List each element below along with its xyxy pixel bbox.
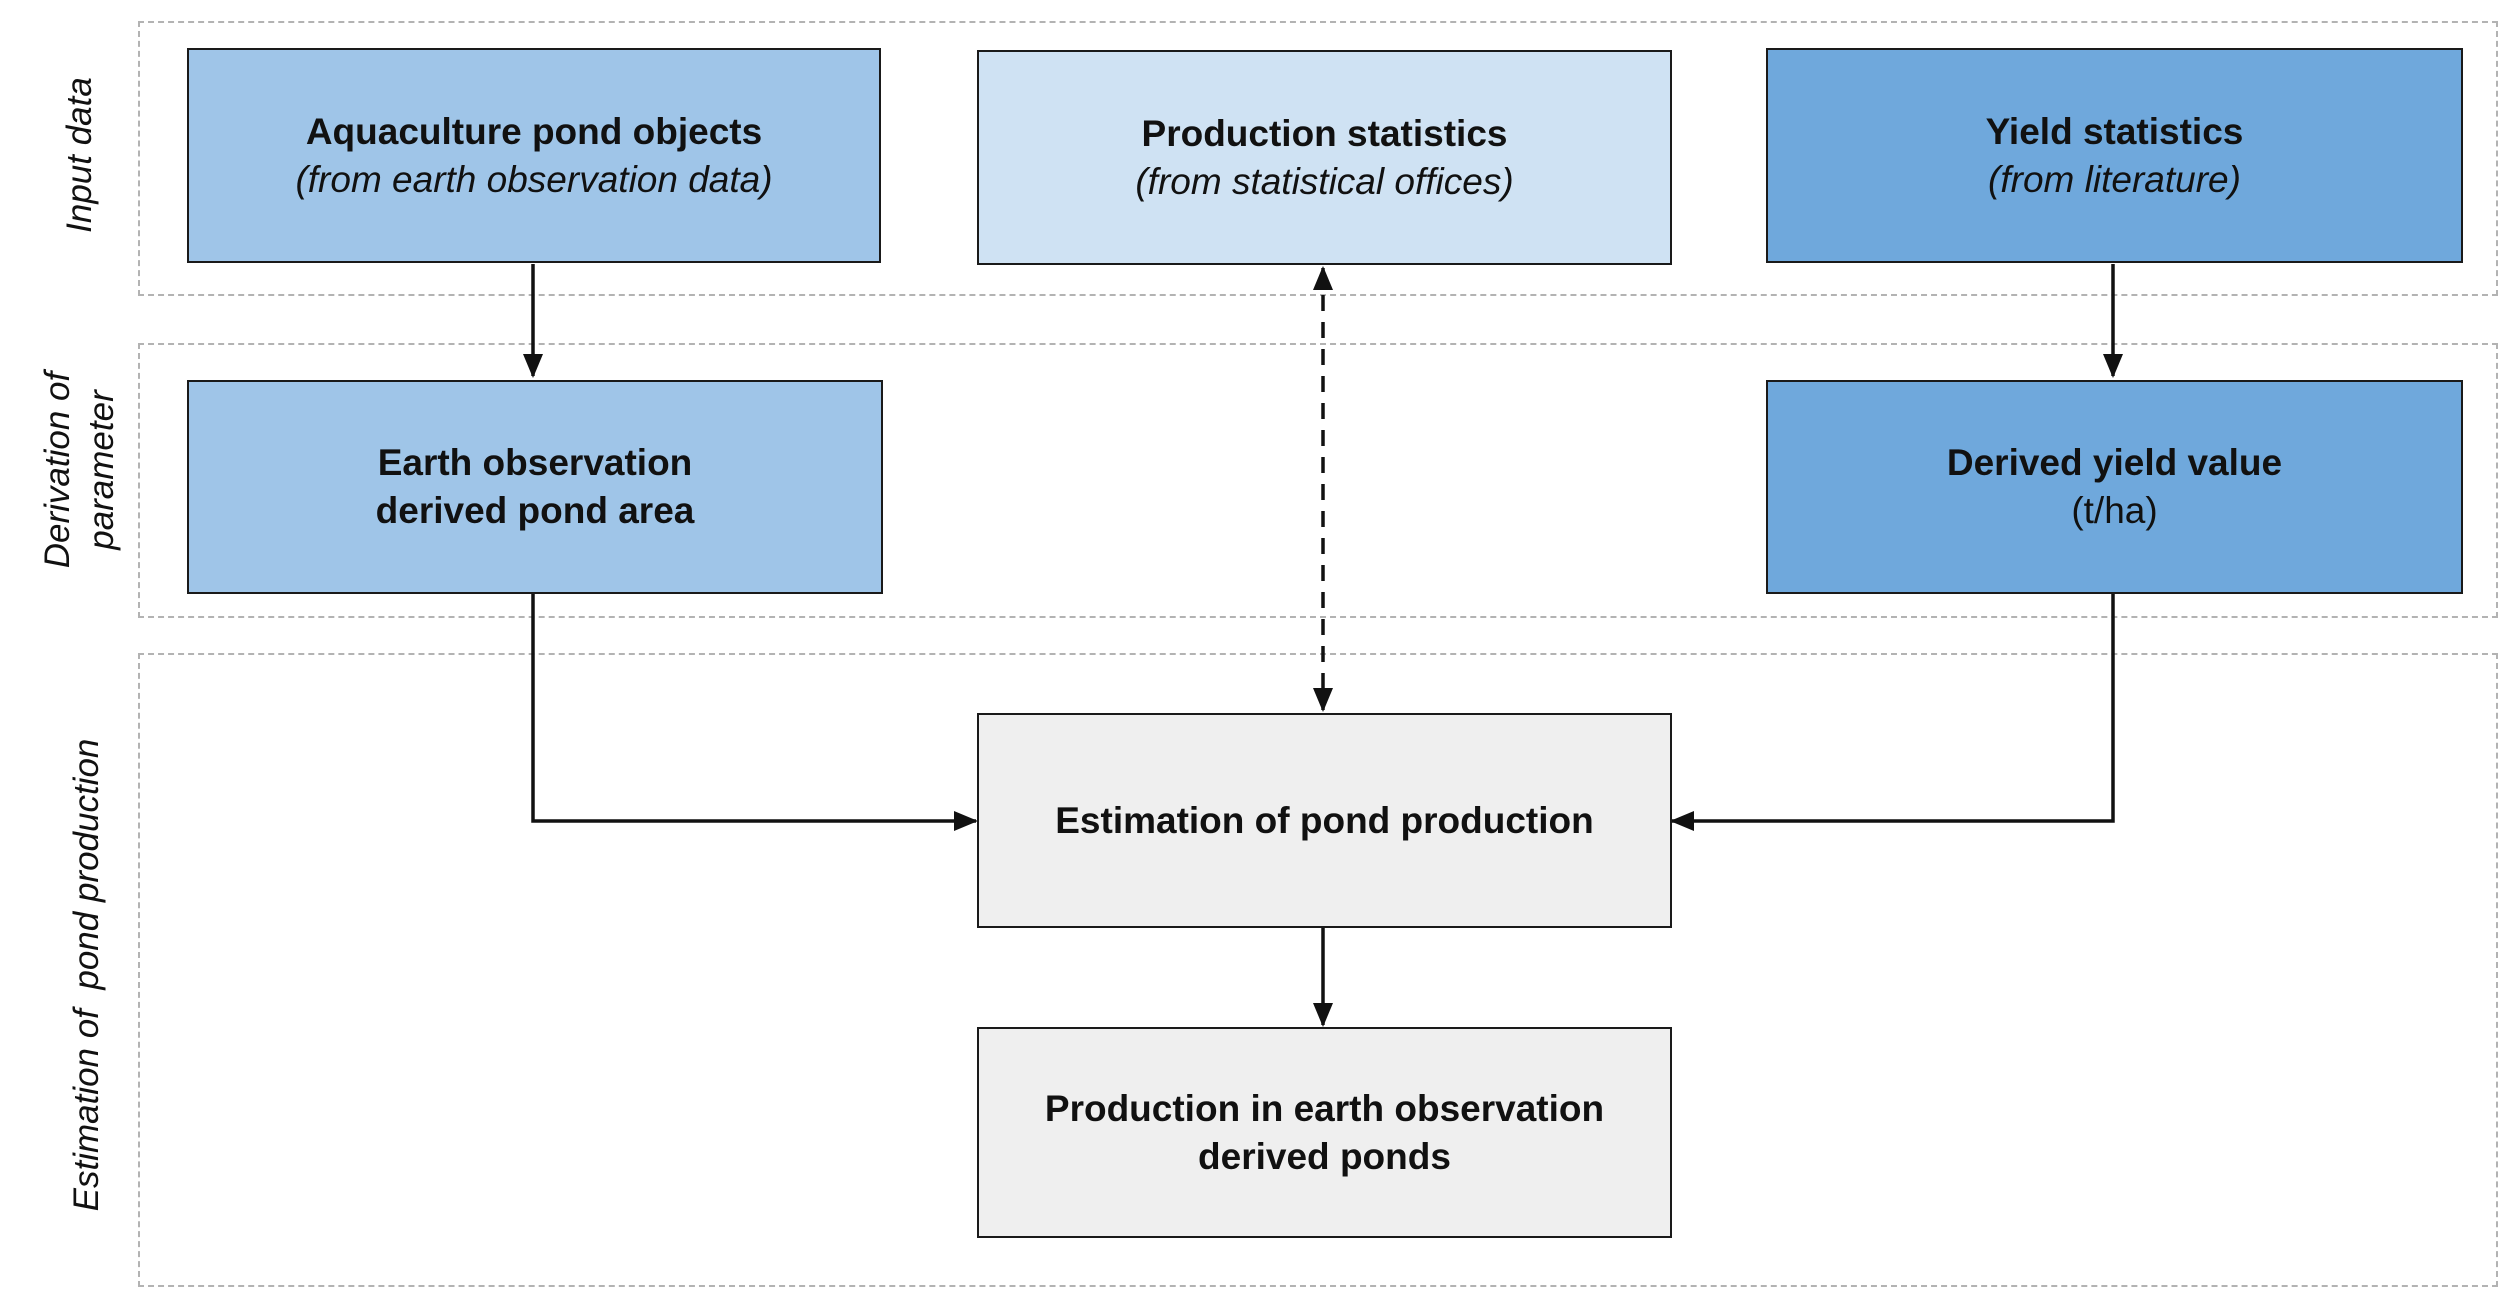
- node-title: Production statistics: [1141, 112, 1508, 154]
- node-title: Production in earth observation derived …: [1044, 1087, 1605, 1177]
- node-subtitle: (t/ha): [2071, 490, 2158, 531]
- node-subtitle: (from earth observation data): [295, 158, 773, 200]
- arrow-yield-value-to-estimation: [1670, 594, 2115, 831]
- node-aquaculture-pond-objects: Aquaculture pond objects (from earth obs…: [187, 48, 881, 263]
- node-derived-yield-value: Derived yield value (t/ha): [1766, 380, 2463, 594]
- node-earth-observation-derived-pond-area: Earth observation derived pond area: [187, 380, 883, 594]
- node-title: Derived yield value: [1946, 442, 2283, 483]
- node-production-statistics: Production statistics (from statistical …: [977, 50, 1672, 265]
- node-title: Earth observation derived pond area: [375, 442, 695, 531]
- node-title: Yield statistics: [1985, 110, 2244, 152]
- node-production-in-earth-observation-derived-ponds: Production in earth observation derived …: [977, 1027, 1672, 1238]
- node-subtitle: (from statistical offices): [1135, 160, 1514, 202]
- arrow-pond-area-to-estimation: [531, 594, 978, 831]
- node-subtitle: (from literature): [1988, 158, 2241, 200]
- node-yield-statistics: Yield statistics (from literature): [1766, 48, 2463, 263]
- node-title: Estimation of pond production: [1055, 799, 1594, 841]
- node-title: Aquaculture pond objects: [305, 110, 763, 152]
- node-estimation-of-pond-production: Estimation of pond production: [977, 713, 1672, 928]
